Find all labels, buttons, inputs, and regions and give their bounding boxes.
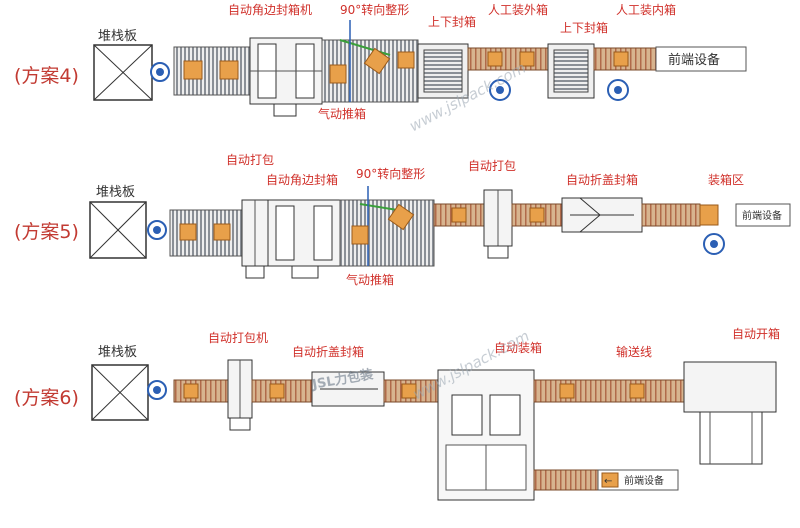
turn-section — [339, 186, 435, 267]
top-bottom-sealer-2 — [547, 43, 595, 99]
pallet-4 — [93, 44, 153, 101]
carton — [219, 60, 239, 80]
carton — [529, 207, 545, 223]
scheme-6: (方案6) 堆栈板 自动打包机 自动折盖封箱 — [14, 326, 780, 501]
carton — [451, 207, 467, 223]
belt-conveyor — [173, 379, 229, 403]
flap-sealer-machine — [561, 197, 643, 233]
operator-icon — [489, 79, 511, 101]
carton — [519, 51, 535, 67]
front-device-box: ← — [597, 469, 679, 491]
strapper-machine-2 — [483, 189, 513, 259]
strapper-machine — [227, 359, 253, 431]
pallet-4-label: 堆栈板 — [98, 29, 137, 44]
carton — [613, 51, 629, 67]
carton — [401, 383, 417, 399]
carton — [213, 223, 231, 241]
corner-sealer-machine — [267, 199, 341, 279]
carton — [183, 60, 203, 80]
carton — [183, 383, 199, 399]
carton — [269, 383, 285, 399]
corner-sealer-label: 自动角边封箱 — [266, 172, 338, 187]
auto-packer-machine — [437, 369, 535, 501]
carton — [699, 204, 719, 226]
strapper-label: 自动打包 — [226, 153, 274, 167]
operator-icon — [607, 79, 629, 101]
turn90-label: 90°转向整形 — [356, 166, 425, 181]
erector-machine — [683, 361, 777, 465]
pallet-5-label: 堆栈板 — [96, 185, 135, 200]
strapper-label: 自动打包机 — [208, 331, 268, 345]
operator-icon — [147, 220, 167, 240]
operator-icon — [703, 233, 725, 255]
corner-sealer-machine — [249, 37, 323, 117]
pallet-6-label: 堆栈板 — [98, 345, 137, 360]
scheme-5-title: (方案5) — [14, 221, 79, 243]
carton — [179, 223, 197, 241]
erector-label: 自动开箱 — [732, 326, 780, 341]
conveyor-label: 输送线 — [616, 344, 652, 359]
top-bottom-sealer-2-label: 上下封箱 — [560, 20, 608, 35]
carton — [629, 383, 645, 399]
auto-packer-label: 自动装箱 — [494, 340, 542, 355]
top-bottom-sealer-1 — [417, 43, 469, 99]
front-device-label: 前端设备 — [624, 474, 664, 487]
belt-conveyor — [641, 203, 701, 227]
arrow-left-icon: ← — [604, 476, 612, 487]
front-device-label: 前端设备 — [668, 52, 720, 68]
pusher-label: 气动推箱 — [346, 272, 394, 287]
pallet-5 — [89, 201, 147, 259]
strapper-machine — [241, 199, 269, 279]
strapper2-label: 自动打包 — [468, 159, 516, 173]
pusher-label: 气动推箱 — [318, 106, 366, 121]
front-device-label: 前端设备 — [742, 209, 782, 222]
belt-conveyor — [533, 379, 685, 403]
turn90-label: 90°转向整形 — [340, 2, 409, 17]
carton — [559, 383, 575, 399]
turn-section — [321, 20, 419, 103]
manual-inner-label: 人工装内箱 — [616, 2, 676, 17]
corner-sealer-label: 自动角边封箱机 — [228, 2, 312, 17]
flap-sealer-machine — [311, 371, 385, 407]
front-device-box — [735, 203, 791, 227]
scheme-6-title: (方案6) — [14, 387, 79, 409]
belt-conveyor — [533, 469, 599, 491]
scheme-4-title: (方案4) — [14, 65, 79, 87]
pallet-6 — [91, 364, 149, 421]
scheme-5: (方案5) 堆栈板 自动打包 自动角边封箱 — [14, 153, 791, 287]
flap-sealer-label: 自动折盖封箱 — [566, 172, 638, 187]
packing-area-label: 装箱区 — [708, 172, 744, 187]
carton — [487, 51, 503, 67]
flap-sealer-label: 自动折盖封箱 — [292, 344, 364, 359]
scheme-4: (方案4) 堆栈板 自动角边封箱机 — [14, 2, 747, 121]
operator-icon — [147, 380, 167, 400]
manual-outer-label: 人工装外箱 — [488, 2, 548, 17]
operator-icon — [150, 62, 170, 82]
front-device-box — [655, 46, 747, 72]
top-bottom-sealer-1-label: 上下封箱 — [428, 14, 476, 29]
